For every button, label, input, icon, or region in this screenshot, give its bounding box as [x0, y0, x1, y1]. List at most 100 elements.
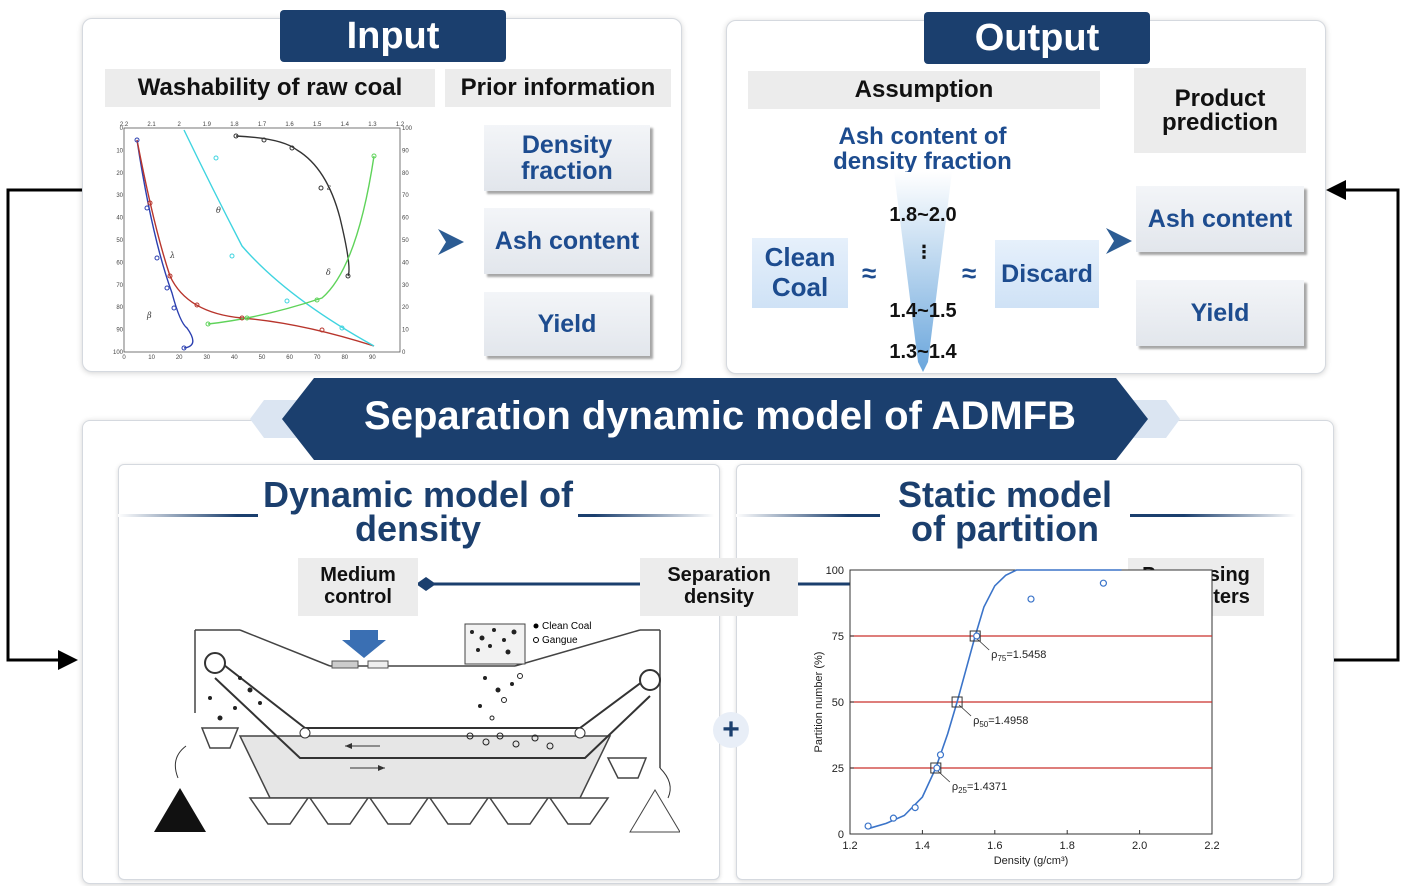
annotation-label: ρ50=1.4958	[973, 715, 1028, 729]
partition-x-label: Density (g/cm³)	[994, 855, 1069, 867]
curve-label-epsilon: ε	[327, 183, 331, 192]
y-tick-label: 0	[838, 829, 844, 841]
x-tick-label: 2.0	[1132, 840, 1147, 852]
y-tick-label: 100	[826, 565, 844, 577]
dynamic-model-title: Dynamic model of density	[258, 476, 578, 547]
data-point	[1099, 579, 1107, 587]
clean-coal-box: Clean Coal	[752, 238, 848, 308]
fraction-middle: 1.4~1.5	[889, 300, 957, 322]
data-point	[911, 804, 919, 812]
curve-label-lambda: λ	[169, 251, 175, 260]
wash-left-tick: 60	[116, 260, 123, 266]
wash-bottom-tick: 60	[286, 355, 293, 361]
curve-label-beta: β	[146, 311, 152, 320]
wash-top-tick: 2.2	[120, 122, 129, 128]
separator-equipment-diagram: Clean Coal Gangue	[154, 621, 680, 833]
data-point	[936, 751, 945, 759]
discard-box: Discard	[995, 240, 1099, 308]
wash-top-tick: 1.2	[396, 122, 405, 128]
approx-left: ≈	[862, 258, 877, 288]
banner-shape	[250, 378, 1180, 460]
data-point	[973, 632, 981, 640]
product-prediction-label: Product prediction	[1134, 68, 1306, 153]
legend-gangue: Gangue	[542, 635, 578, 646]
wash-left-tick: 100	[113, 350, 124, 356]
funnel-graphic	[894, 172, 952, 372]
partition-curve	[867, 569, 1122, 830]
static-model-title: Static model of partition	[880, 476, 1130, 547]
discard-label: Discard	[1001, 259, 1093, 288]
wash-top-tick: 1.3	[368, 122, 377, 128]
data-point	[933, 764, 941, 772]
y-tick-label: 50	[832, 697, 844, 709]
wash-bottom-tick: 10	[148, 355, 155, 361]
input-yield: Yield	[484, 292, 650, 356]
annotation-label: ρ75=1.5458	[991, 649, 1046, 663]
curve-label-delta: δ	[326, 268, 331, 277]
x-tick-label: 1.6	[987, 840, 1002, 852]
wash-right-tick: 0	[402, 350, 406, 356]
wash-left-tick: 0	[120, 126, 124, 132]
fraction-ellipsis: ⋮	[915, 242, 933, 262]
y-tick-label: 75	[832, 631, 844, 643]
y-tick-label: 25	[832, 763, 844, 775]
wash-top-tick: 1.5	[313, 122, 322, 128]
fraction-bottom: 1.3~1.4	[889, 341, 957, 363]
wash-left-tick: 40	[116, 216, 123, 222]
wash-right-tick: 100	[402, 126, 412, 132]
partition-y-label: Partition number (%)	[813, 652, 825, 753]
input-ash-content: Ash content	[484, 208, 650, 274]
data-point	[864, 822, 872, 830]
wash-left-tick: 80	[116, 305, 123, 311]
wash-right-tick: 30	[402, 283, 409, 289]
wash-right-tick: 90	[402, 148, 409, 154]
wash-top-tick: 1.6	[285, 122, 294, 128]
assumption-label: Assumption	[748, 71, 1100, 109]
arrow-right-icon	[438, 229, 464, 255]
data-point	[1027, 595, 1035, 603]
annotation-marker	[951, 696, 963, 708]
wash-right-tick: 50	[402, 238, 409, 244]
x-tick-label: 1.2	[842, 840, 857, 852]
plus-icon: +	[713, 712, 749, 748]
annotation-leader	[976, 638, 990, 651]
ash-fraction-label: Ash content of density fraction	[833, 123, 1012, 176]
wash-left-tick: 70	[116, 283, 123, 289]
wash-top-tick: 2.1	[147, 122, 156, 128]
wash-bottom-tick: 80	[341, 355, 348, 361]
output-ash-content: Ash content	[1136, 186, 1304, 252]
wash-bottom-tick: 40	[231, 355, 238, 361]
wash-top-tick: 2	[178, 122, 182, 128]
annotation-label: ρ25=1.4371	[952, 781, 1007, 795]
wash-left-tick: 10	[116, 148, 123, 154]
clean-coal-label: Clean Coal	[764, 242, 836, 302]
legend-clean-coal: Clean Coal	[542, 621, 591, 632]
approx-right: ≈	[962, 258, 977, 288]
wash-bottom-tick: 0	[122, 355, 126, 361]
wash-bottom-tick: 50	[259, 355, 266, 361]
wash-left-tick: 30	[116, 193, 123, 199]
output-yield: Yield	[1136, 280, 1304, 346]
wash-right-tick: 10	[402, 328, 409, 334]
wash-left-tick: 20	[116, 171, 123, 177]
arrow-right-icon	[1106, 228, 1132, 254]
wash-left-tick: 90	[116, 328, 123, 334]
wash-bottom-tick: 20	[176, 355, 183, 361]
wash-top-tick: 1.9	[203, 122, 212, 128]
wash-top-tick: 1.4	[341, 122, 350, 128]
annotation-marker	[930, 762, 942, 774]
wash-bottom-tick: 90	[369, 355, 376, 361]
input-title: Input	[280, 10, 506, 62]
wash-bottom-tick: 30	[203, 355, 210, 361]
data-point	[889, 814, 898, 822]
wash-top-tick: 1.8	[230, 122, 239, 128]
plus-label: +	[722, 713, 740, 746]
fraction-top: 1.8~2.0	[889, 204, 957, 226]
input-density-fraction: Density fraction	[484, 125, 650, 191]
wash-left-tick: 50	[116, 238, 123, 244]
wash-bottom-tick: 70	[314, 355, 321, 361]
wash-right-tick: 80	[402, 171, 409, 177]
